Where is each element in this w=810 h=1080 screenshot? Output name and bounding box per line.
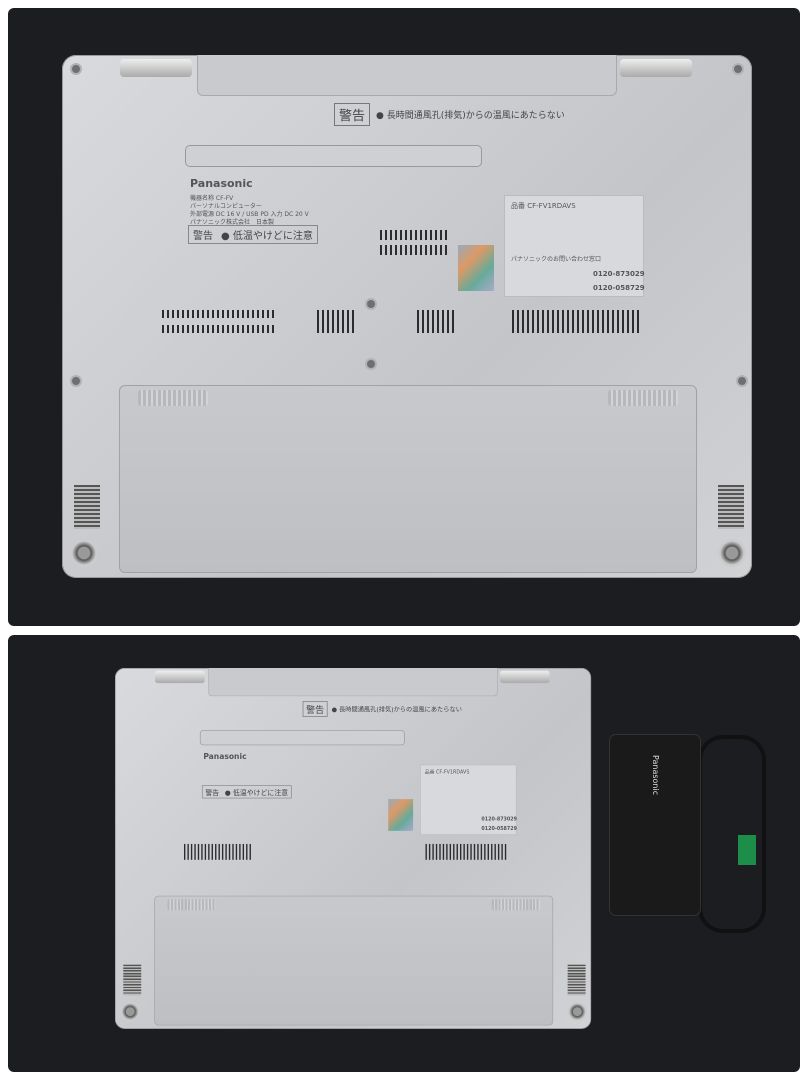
battery-latch-right [608, 390, 678, 406]
phone-2: 0120-058729 [481, 826, 518, 832]
brand-logo: Panasonic [190, 177, 253, 190]
burn-warning-label: 警告 ● 低温やけどに注意 [188, 225, 318, 244]
vent [425, 843, 507, 860]
speaker-grille [718, 485, 744, 529]
security-slot-plate [185, 145, 482, 167]
exhaust-warning-text: ● 長時間通風孔(排気)からの温風にあたらない [376, 111, 565, 121]
vent [162, 325, 274, 333]
warning-title: 警告 [205, 789, 220, 798]
battery-latch-right [491, 899, 541, 911]
product-type-text: パーソナルコンピューター [190, 203, 262, 210]
speaker-grille [123, 964, 142, 996]
security-slot-plate [199, 730, 405, 746]
burn-warning-text: ● 低温やけどに注意 [224, 789, 289, 798]
exhaust-warning-label: 警告 ● 長時間通風孔(排気)からの温風にあたらない [334, 103, 565, 126]
screw [72, 377, 80, 385]
vent [162, 310, 274, 318]
hinge-cover [197, 55, 617, 96]
windows-hologram-sticker [388, 799, 414, 831]
adapter-brand: Panasonic [651, 755, 660, 796]
battery-latch-left [167, 899, 216, 911]
warning-title: 警告 [193, 231, 213, 242]
phone-1: 0120-873029 [593, 270, 645, 278]
screw [367, 300, 375, 308]
support-label: パナソニックのお問い合わせ窓口 [511, 256, 602, 263]
brand-logo: Panasonic [203, 752, 247, 762]
power-cable [698, 735, 766, 933]
phone-1: 0120-873029 [481, 816, 518, 822]
burn-warning-text: ● 低温やけどに注意 [221, 231, 313, 242]
hinge-right [620, 59, 692, 77]
battery-cover [154, 895, 554, 1026]
hinge-cover [208, 668, 498, 697]
vent [380, 230, 447, 240]
warning-title: 警告 [302, 701, 328, 717]
product-label: 品番 CF-FV1RDAVS パナソニックのお問い合わせ窓口 0120-8730… [504, 195, 645, 297]
vent [317, 310, 354, 333]
rubber-foot [718, 539, 746, 567]
photo-top-panel: 警告 ● 長時間通風孔(排気)からの温風にあたらない Panasonic 機器名… [8, 8, 800, 626]
hinge-left [155, 670, 205, 684]
vent [380, 245, 447, 255]
hinge-left [120, 59, 192, 77]
battery-latch-left [138, 390, 208, 406]
warning-title: 警告 [334, 103, 371, 126]
screw [367, 360, 375, 368]
power-text: 外部電源 DC 16 V / USB PD 入力 DC 20 V [190, 211, 309, 218]
model-text: 機器名称 CF-FV [190, 195, 234, 202]
windows-hologram-sticker [458, 245, 494, 291]
maker-text: パナソニック株式会社 日本製 [190, 219, 275, 226]
battery-cover [119, 385, 697, 573]
speaker-grille [74, 485, 100, 529]
screw [738, 377, 746, 385]
photo-bottom-panel: 警告 ● 長時間通風孔(排気)からの温風にあたらない Panasonic 警告 … [8, 635, 800, 1072]
hinge-right [500, 670, 550, 684]
product-label: 品番 CF-FV1RDAVS 0120-873029 0120-058729 [419, 764, 518, 835]
laptop-bottom: 警告 ● 長時間通風孔(排気)からの温風にあたらない Panasonic 機器名… [62, 55, 752, 578]
laptop-bottom-small: 警告 ● 長時間通風孔(排気)からの温風にあたらない Panasonic 警告 … [115, 668, 592, 1029]
part-number: 品番 CF-FV1RDAVS [511, 202, 576, 210]
part-number: 品番 CF-FV1RDAVS [424, 769, 470, 775]
vent [184, 843, 251, 860]
rubber-foot [70, 539, 98, 567]
rubber-foot [120, 1001, 140, 1022]
exhaust-warning-text: ● 長時間通風孔(排気)からの温風にあたらない [331, 706, 462, 714]
burn-warning-label: 警告 ● 低温やけどに注意 [201, 785, 292, 799]
speaker-grille [567, 964, 586, 996]
ac-adapter: Panasonic [610, 735, 700, 915]
exhaust-warning-label: 警告 ● 長時間通風孔(排気)からの温風にあたらない [302, 701, 462, 717]
vent [512, 310, 639, 333]
rubber-foot [567, 1001, 587, 1022]
vent [417, 310, 454, 333]
screw [734, 65, 742, 73]
cable-tie [738, 835, 756, 865]
phone-2: 0120-058729 [593, 284, 645, 292]
screw [72, 65, 80, 73]
